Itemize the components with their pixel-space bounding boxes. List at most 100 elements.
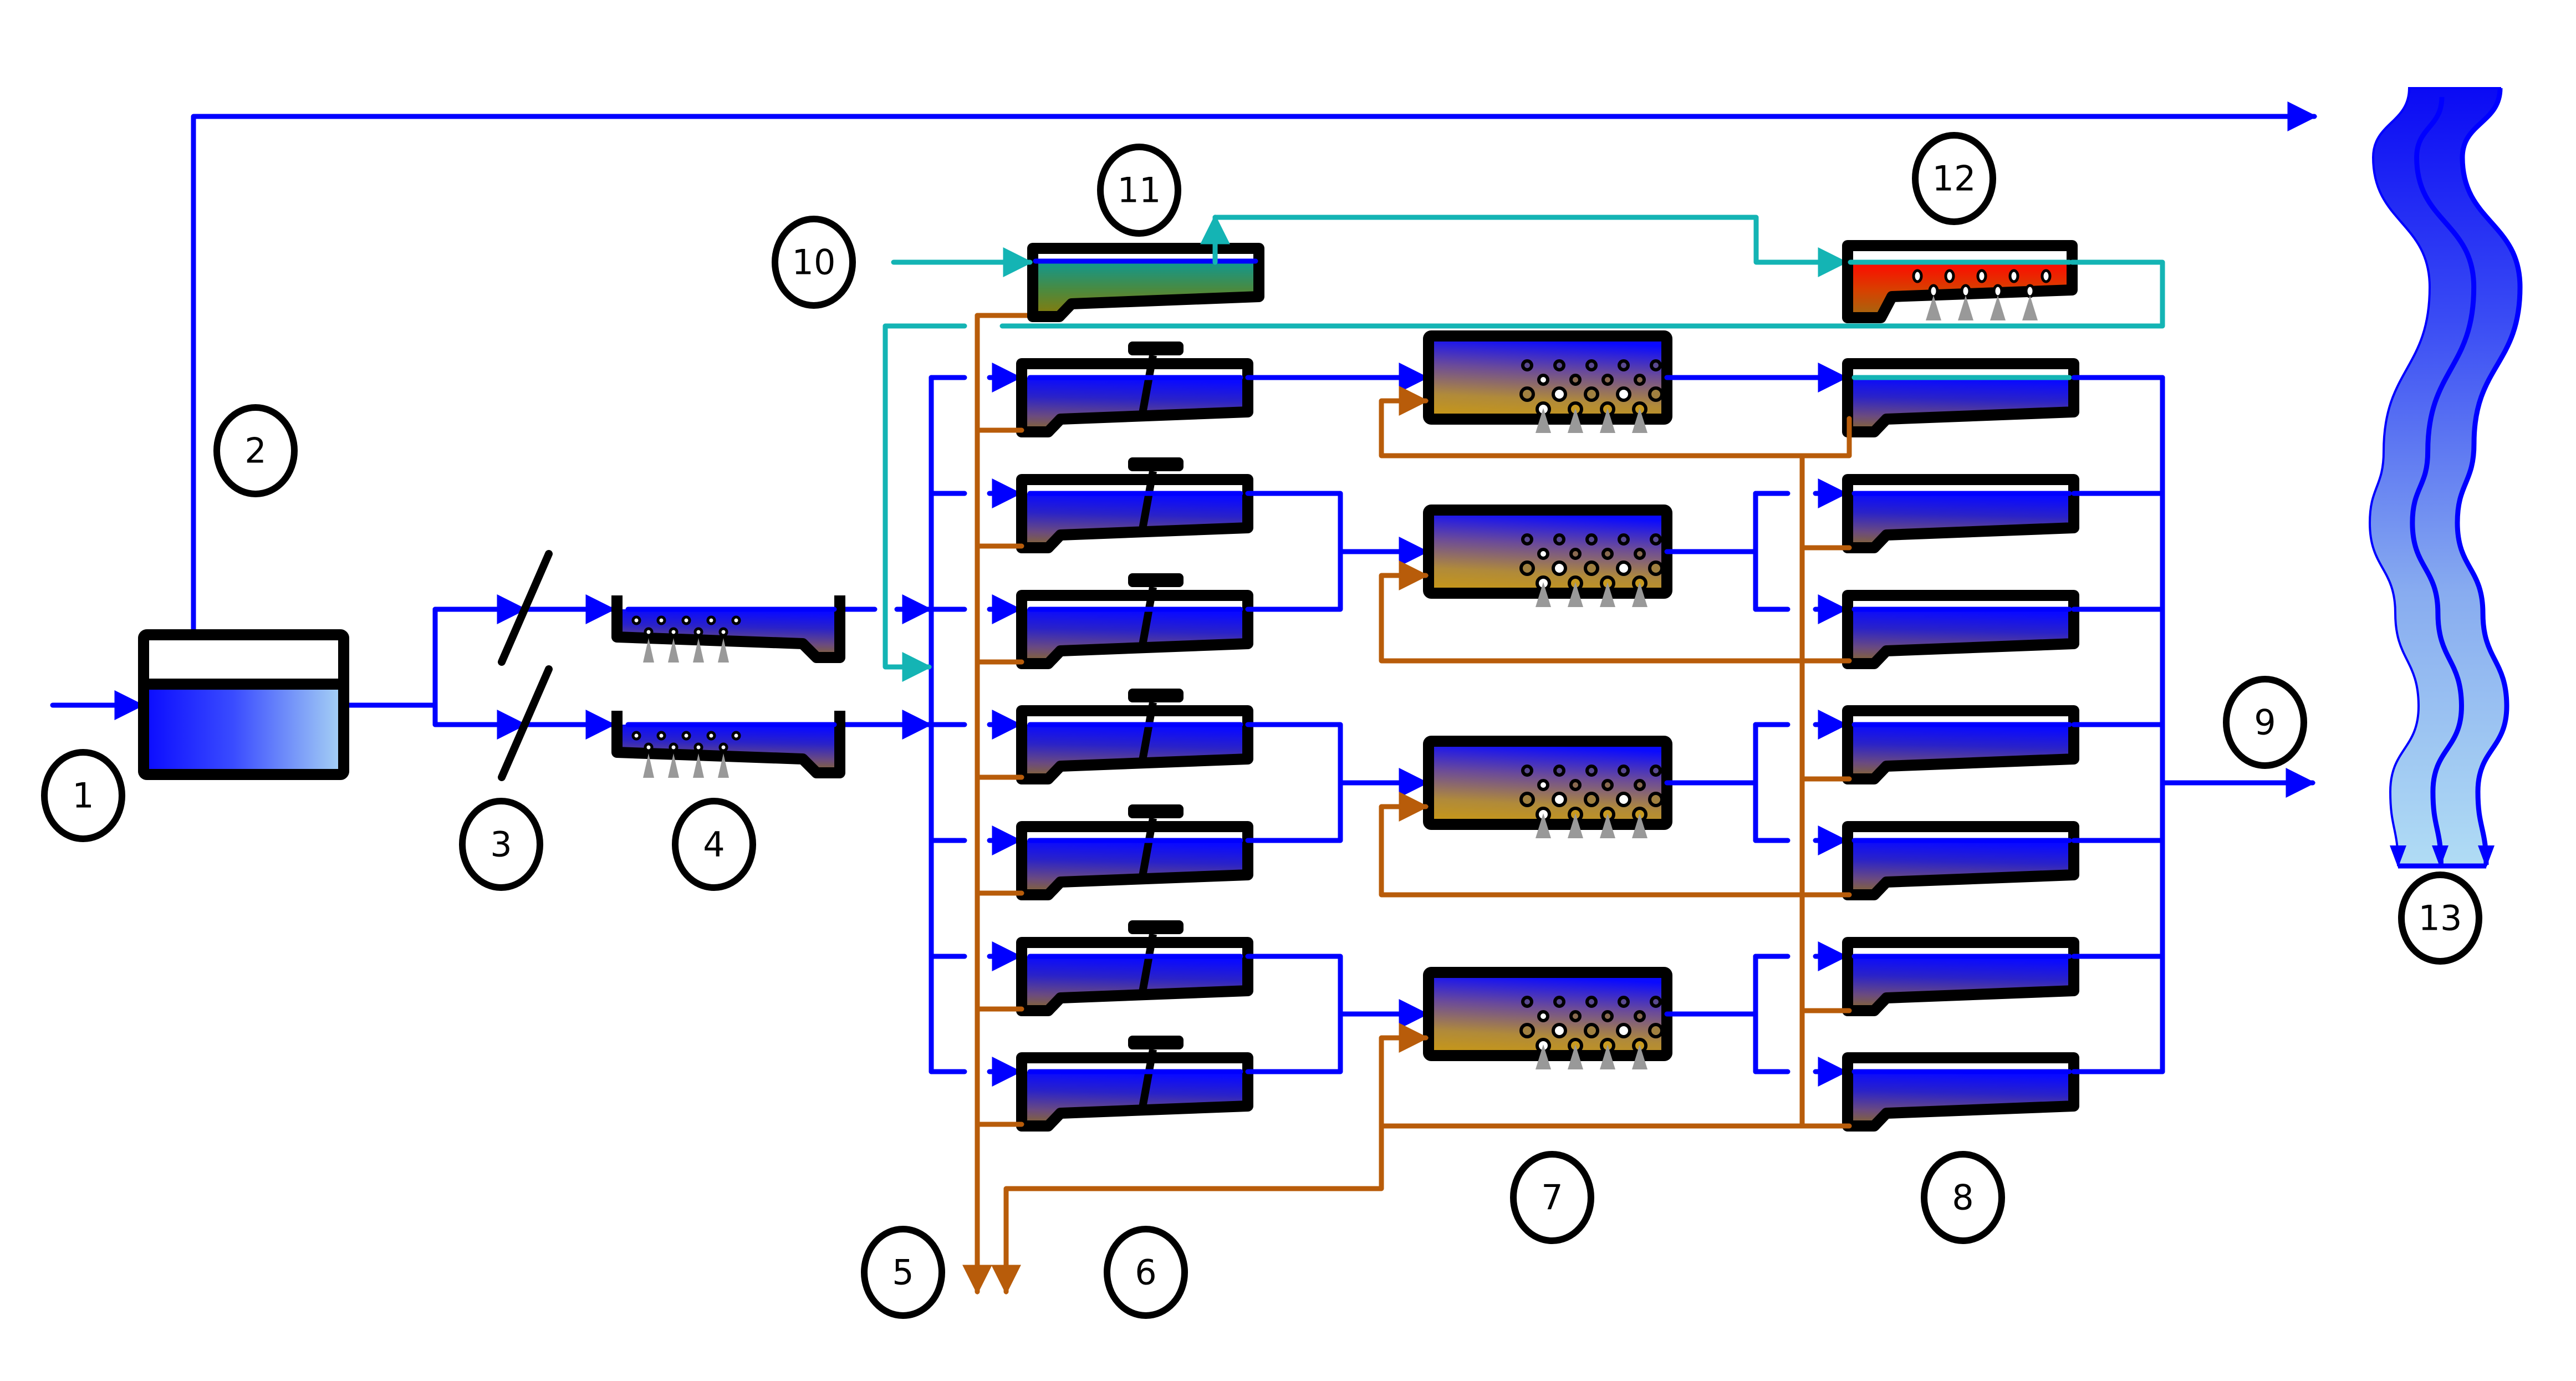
callout-ring <box>1510 1151 1594 1244</box>
air-bubble <box>1912 269 1923 283</box>
air-bubble <box>1601 779 1614 791</box>
air-bubble <box>2024 284 2036 298</box>
scraper-arm-icon <box>1138 817 1157 880</box>
air-bubble <box>656 731 666 741</box>
callout-label-8: 8 <box>1921 1151 2005 1244</box>
air-bubble <box>1601 548 1614 560</box>
air-bubble <box>1650 996 1662 1008</box>
air-bubble <box>1601 1010 1614 1022</box>
return-sludge-3 <box>1379 792 1852 898</box>
callout-ring <box>1097 144 1181 237</box>
air-bubble <box>1569 374 1582 386</box>
air-bubble <box>1634 374 1646 386</box>
air-bubble <box>1618 359 1630 371</box>
scraper-arm-icon <box>1138 354 1157 417</box>
air-bubble <box>631 615 641 625</box>
callout-ring <box>41 749 125 842</box>
air-bubble <box>1521 996 1533 1008</box>
split-pipe <box>344 607 438 727</box>
callout-ring <box>459 798 543 891</box>
air-bubble <box>669 742 679 752</box>
air-bubble <box>1521 533 1533 546</box>
scraper-bridge-icon <box>1128 573 1184 587</box>
diffuser-icon <box>1600 582 1615 607</box>
scraper-bridge-icon <box>1128 342 1184 355</box>
diffuser-icon <box>643 638 654 663</box>
callout-label-12: 12 <box>1912 132 1996 225</box>
air-bubble <box>1928 284 1939 298</box>
callout-label-1: 1 <box>41 749 125 842</box>
grit-chamber-water <box>621 725 835 769</box>
callout-label-5: 5 <box>861 1226 945 1319</box>
thickener <box>1027 243 1264 322</box>
air-bubble <box>1585 765 1598 777</box>
callout-label-2: 2 <box>213 404 298 497</box>
callout-label-6: 6 <box>1104 1226 1188 1319</box>
air-bubble <box>1584 1023 1599 1038</box>
diffuser-icon <box>1600 408 1615 433</box>
callout-number: 11 <box>1118 170 1161 211</box>
air-bubble <box>718 742 728 752</box>
air-bubble <box>1650 359 1662 371</box>
air-bubble <box>631 731 641 741</box>
digester-feed <box>1212 215 1848 277</box>
air-bubble <box>1584 560 1599 576</box>
bar-screen <box>498 550 553 666</box>
air-bubble <box>1992 284 2003 298</box>
diffuser-icon <box>1990 295 2006 320</box>
callout-number: 8 <box>1952 1178 1973 1218</box>
diffuser-icon <box>668 638 679 663</box>
primary-effluent-merge <box>1245 954 1343 1074</box>
callout-label-4: 4 <box>672 798 756 891</box>
callout-ring <box>772 216 856 309</box>
diffuser-icon <box>693 638 704 663</box>
diffuser-icon <box>1958 295 1973 320</box>
callout-label-7: 7 <box>1510 1151 1594 1244</box>
bypass-pipe <box>191 101 2318 638</box>
diffuser-icon <box>1568 813 1583 838</box>
air-bubble <box>1584 386 1599 402</box>
air-bubble <box>731 615 741 625</box>
diffuser-icon <box>1926 295 1941 320</box>
air-bubble <box>656 615 666 625</box>
callout-ring <box>2398 872 2482 965</box>
air-bubble <box>693 742 703 752</box>
air-bubble <box>1944 269 1955 283</box>
air-bubble <box>1601 374 1614 386</box>
callout-number: 10 <box>792 242 836 283</box>
callout-label-9: 9 <box>2223 676 2307 769</box>
diffuser-icon <box>1568 582 1583 607</box>
air-bubble <box>1553 765 1565 777</box>
callout-number: 4 <box>703 824 725 865</box>
supernatant-return <box>883 323 967 682</box>
callout-ring <box>1912 132 1996 225</box>
air-bubble <box>644 742 654 752</box>
callout-label-13: 13 <box>2398 872 2482 965</box>
air-bubble <box>1634 1010 1646 1022</box>
air-bubble <box>1648 1023 1664 1038</box>
diffuser-icon <box>718 638 729 663</box>
callout-ring <box>1104 1226 1188 1319</box>
air-bubble <box>1569 548 1582 560</box>
air-bubble <box>1537 374 1549 386</box>
callout-number: 1 <box>72 776 94 816</box>
air-bubble <box>1519 386 1535 402</box>
diffuser-icon <box>668 753 679 778</box>
air-bubble <box>1960 284 1971 298</box>
grit-chamber <box>611 595 845 663</box>
air-bubble <box>1616 1023 1631 1038</box>
diffuser-icon <box>1632 1044 1647 1069</box>
callout-number: 2 <box>244 431 266 471</box>
callout-label-11: 11 <box>1097 144 1181 237</box>
diffuser-icon <box>1568 1044 1583 1069</box>
callout-number: 12 <box>1932 159 1976 199</box>
air-bubble <box>1618 765 1630 777</box>
grit-chamber-water <box>621 609 835 654</box>
air-bubble <box>1616 386 1631 402</box>
air-bubble <box>1519 560 1535 576</box>
callout-ring <box>1921 1151 2005 1244</box>
air-bubble <box>1537 1010 1549 1022</box>
air-bubble <box>1616 560 1631 576</box>
callout-label-3: 3 <box>459 798 543 891</box>
